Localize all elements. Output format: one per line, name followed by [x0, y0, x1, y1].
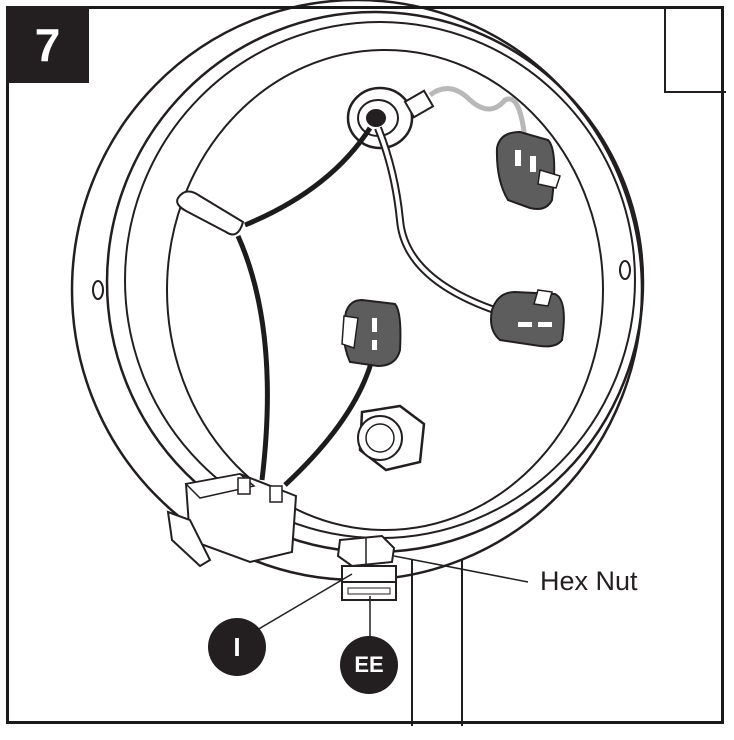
mounting-hole-left — [92, 280, 104, 300]
hex-nut-label: Hex Nut — [540, 566, 638, 596]
fitting-ee — [341, 581, 397, 601]
connector-middle-left — [341, 298, 402, 368]
hex-nut — [336, 534, 396, 568]
panel-edge — [664, 8, 726, 93]
terminal-block — [166, 472, 298, 568]
leader-hex-nut — [393, 555, 529, 583]
figure-frame — [6, 6, 724, 724]
black-wire-upper — [244, 126, 373, 228]
black-wire-mid — [283, 359, 375, 487]
gray-wire — [428, 86, 528, 141]
splice-cap — [176, 190, 245, 236]
mounting-hole-right — [619, 260, 631, 280]
black-wire-lower — [235, 234, 270, 481]
connector-top-right — [495, 130, 561, 210]
step-number-badge: 7 — [6, 6, 89, 83]
center-hex-fitting — [357, 404, 426, 472]
part-ee-bubble: EE — [340, 636, 398, 694]
inner-plate — [166, 49, 604, 531]
part-i-bubble: I — [208, 618, 266, 676]
connector-middle-right — [490, 289, 565, 348]
